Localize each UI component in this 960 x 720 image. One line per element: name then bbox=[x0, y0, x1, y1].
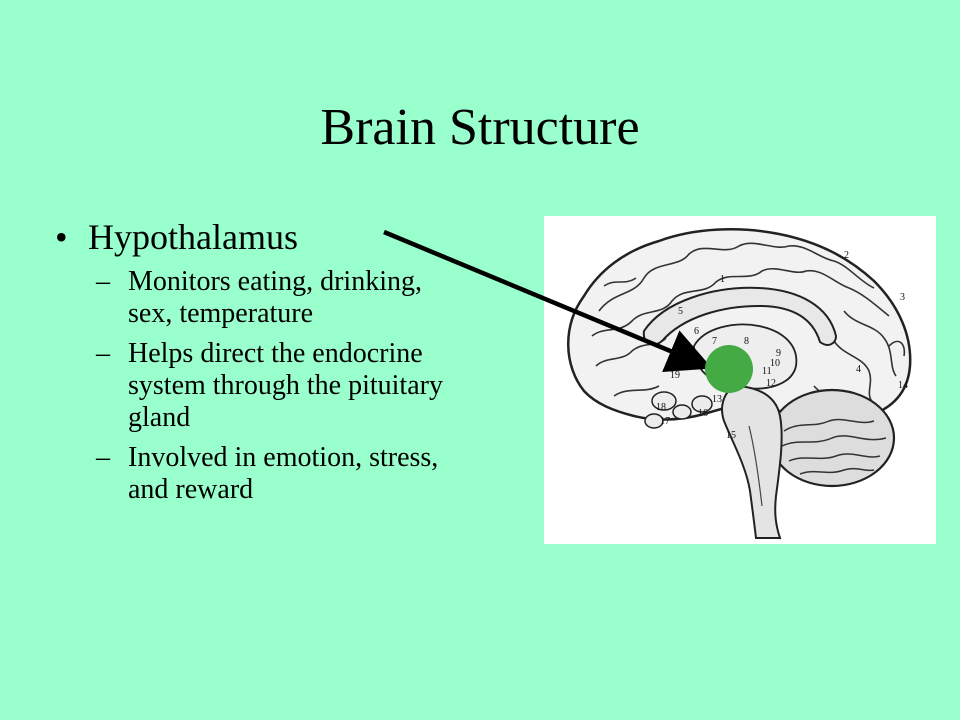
bullet-dash-icon: – bbox=[96, 266, 110, 297]
bullet-dash-icon: – bbox=[96, 442, 110, 473]
sub-bullet-text: Helps direct the endocrine system throug… bbox=[128, 338, 443, 433]
sub-bullet: – Involved in emotion, stress, and rewar… bbox=[96, 442, 456, 506]
label-16: 16 bbox=[698, 408, 708, 419]
brainstem-line bbox=[748, 425, 763, 507]
label-18: 18 bbox=[656, 402, 666, 413]
label-13: 13 bbox=[712, 394, 722, 405]
slide-title: Brain Structure bbox=[320, 99, 640, 156]
sub-bullet-text: Involved in emotion, stress, and reward bbox=[128, 442, 439, 505]
label-10: 10 bbox=[770, 358, 780, 369]
sub-bullet-list: – Monitors eating, drinking, sex, temper… bbox=[96, 266, 456, 514]
sub-bullet: – Helps direct the endocrine system thro… bbox=[96, 338, 456, 434]
brain-illustration: 1 2 3 4 5 6 7 8 9 10 11 12 13 14 15 16 1… bbox=[544, 216, 936, 544]
label-2: 2 bbox=[844, 250, 849, 261]
label-6: 6 bbox=[694, 326, 699, 337]
sub-bullet: – Monitors eating, drinking, sex, temper… bbox=[96, 266, 456, 330]
label-5: 5 bbox=[678, 306, 683, 317]
main-bullet-text: Hypothalamus bbox=[88, 217, 298, 257]
label-9: 9 bbox=[776, 348, 781, 359]
label-19: 19 bbox=[670, 370, 680, 381]
bullet-dash-icon: – bbox=[96, 338, 110, 369]
label-8: 8 bbox=[744, 336, 749, 347]
label-3: 3 bbox=[900, 292, 905, 303]
label-11: 11 bbox=[762, 366, 772, 377]
brainstem bbox=[721, 384, 783, 539]
basal-structures bbox=[644, 391, 713, 429]
label-1: 1 bbox=[720, 274, 725, 285]
cerebellum bbox=[768, 388, 896, 488]
label-4: 4 bbox=[856, 364, 861, 375]
main-bullet: • Hypothalamus bbox=[55, 214, 298, 260]
brain-drawing: 1 2 3 4 5 6 7 8 9 10 11 12 13 14 15 16 1… bbox=[567, 228, 912, 539]
label-15: 15 bbox=[726, 430, 736, 441]
label-17: 17 bbox=[660, 416, 670, 427]
sub-bullet-text: Monitors eating, drinking, sex, temperat… bbox=[128, 266, 422, 329]
label-12: 12 bbox=[766, 378, 776, 389]
bullet-dot-icon: • bbox=[55, 217, 68, 257]
label-14: 14 bbox=[898, 380, 908, 391]
label-7: 7 bbox=[712, 336, 717, 347]
